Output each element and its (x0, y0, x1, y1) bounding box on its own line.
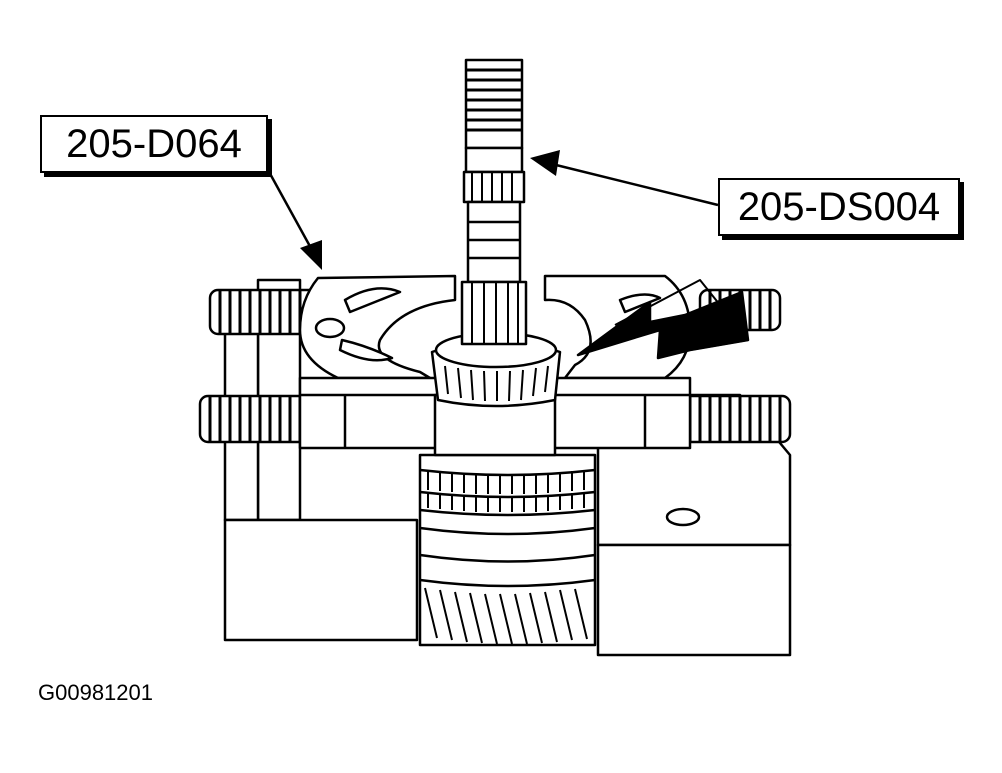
shaft (460, 58, 528, 346)
callout-205-d064: 205-D064 (40, 115, 268, 173)
direction-arrow (576, 279, 750, 360)
figure-id: G00981201 (38, 680, 153, 705)
leader-lines (266, 150, 719, 270)
threaded-rods (198, 288, 792, 444)
gear-stack (418, 453, 597, 647)
callout-205-ds004: 205-DS004 (718, 178, 960, 236)
